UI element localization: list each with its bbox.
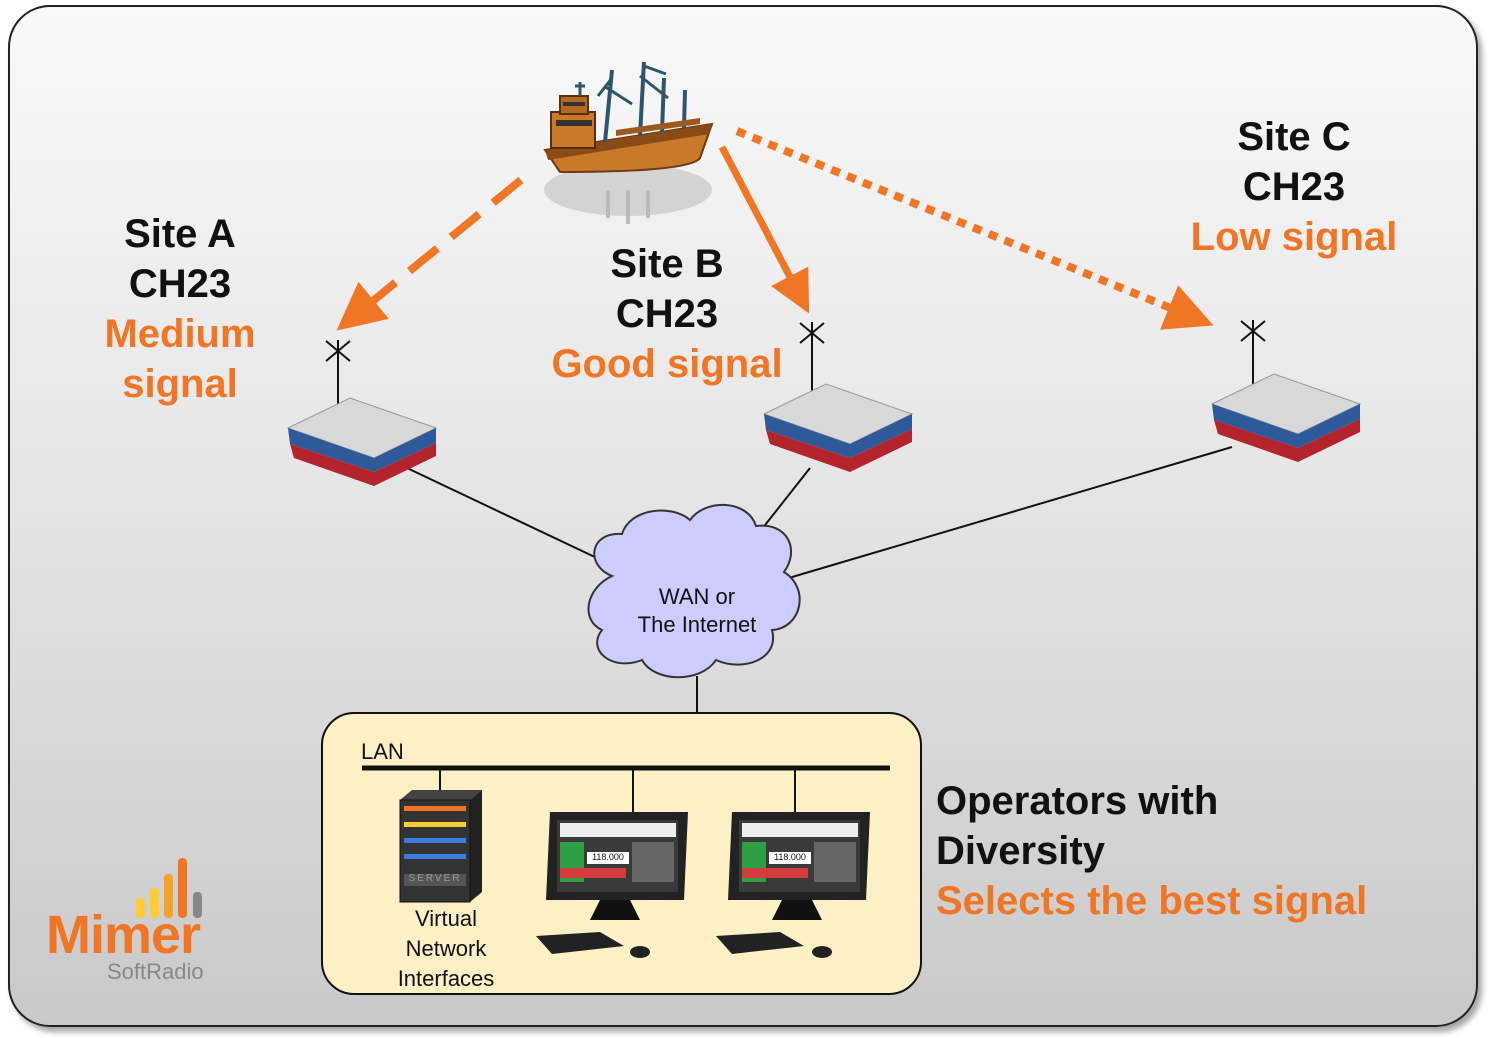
pc-1-icon — [536, 812, 688, 958]
server-label-line3: Interfaces — [397, 966, 495, 991]
server-label-line1: Virtual — [415, 906, 477, 931]
site-b-signal: Good signal — [551, 342, 783, 386]
server-icon — [399, 790, 482, 903]
site-c-signal: Low signal — [1190, 215, 1398, 259]
cloud-icon — [587, 504, 801, 679]
cloud-label-line2: The Internet — [637, 612, 757, 637]
signal-arrow-site-a — [336, 176, 524, 331]
pc-2-icon — [716, 812, 870, 958]
site-c-channel: CH23 — [1242, 165, 1346, 209]
link-site-a — [406, 467, 619, 569]
cloud-label: WAN or The Internet — [622, 583, 772, 639]
operators-subtitle: Selects the best signal — [936, 879, 1368, 923]
radio-site-a — [286, 340, 438, 486]
radio-site-c — [1210, 320, 1362, 462]
logo-sub: SoftRadio — [107, 959, 204, 984]
signal-arrow-site-c — [735, 127, 1214, 330]
signal-arrow-site-b — [718, 145, 810, 314]
server-label-line2: Network — [405, 936, 487, 961]
site-c-name: Site C — [1237, 115, 1351, 159]
server-label: Virtual Network Interfaces — [380, 904, 512, 994]
link-site-c — [764, 446, 1233, 586]
site-b-name: Site B — [610, 242, 724, 286]
operators-label: Operators with Diversity Selects the bes… — [936, 776, 1367, 926]
site-b-channel: CH23 — [615, 292, 719, 336]
site-c-label: Site C CH23 Low signal — [1164, 112, 1424, 262]
site-a-signal: Medium signal — [104, 312, 256, 406]
pc-1-freq: 118.000 — [592, 852, 624, 862]
logo-word: Mimer — [46, 905, 201, 965]
ship-icon — [543, 61, 714, 224]
cloud-label-line1: WAN or — [658, 584, 736, 609]
operators-title-line2: Diversity — [936, 829, 1105, 873]
site-a-label: Site A CH23 Medium signal — [70, 209, 290, 409]
site-a-channel: CH23 — [128, 262, 232, 306]
server-plate: SERVER — [408, 873, 462, 884]
site-b-label: Site B CH23 Good signal — [527, 239, 807, 389]
radio-site-b — [762, 322, 914, 472]
logo-bars-icon — [136, 858, 202, 918]
operators-title-line1: Operators with — [936, 779, 1219, 823]
lan-label: LAN — [361, 739, 404, 764]
site-a-name: Site A — [124, 212, 236, 256]
pc-2-freq: 118.000 — [774, 852, 806, 862]
